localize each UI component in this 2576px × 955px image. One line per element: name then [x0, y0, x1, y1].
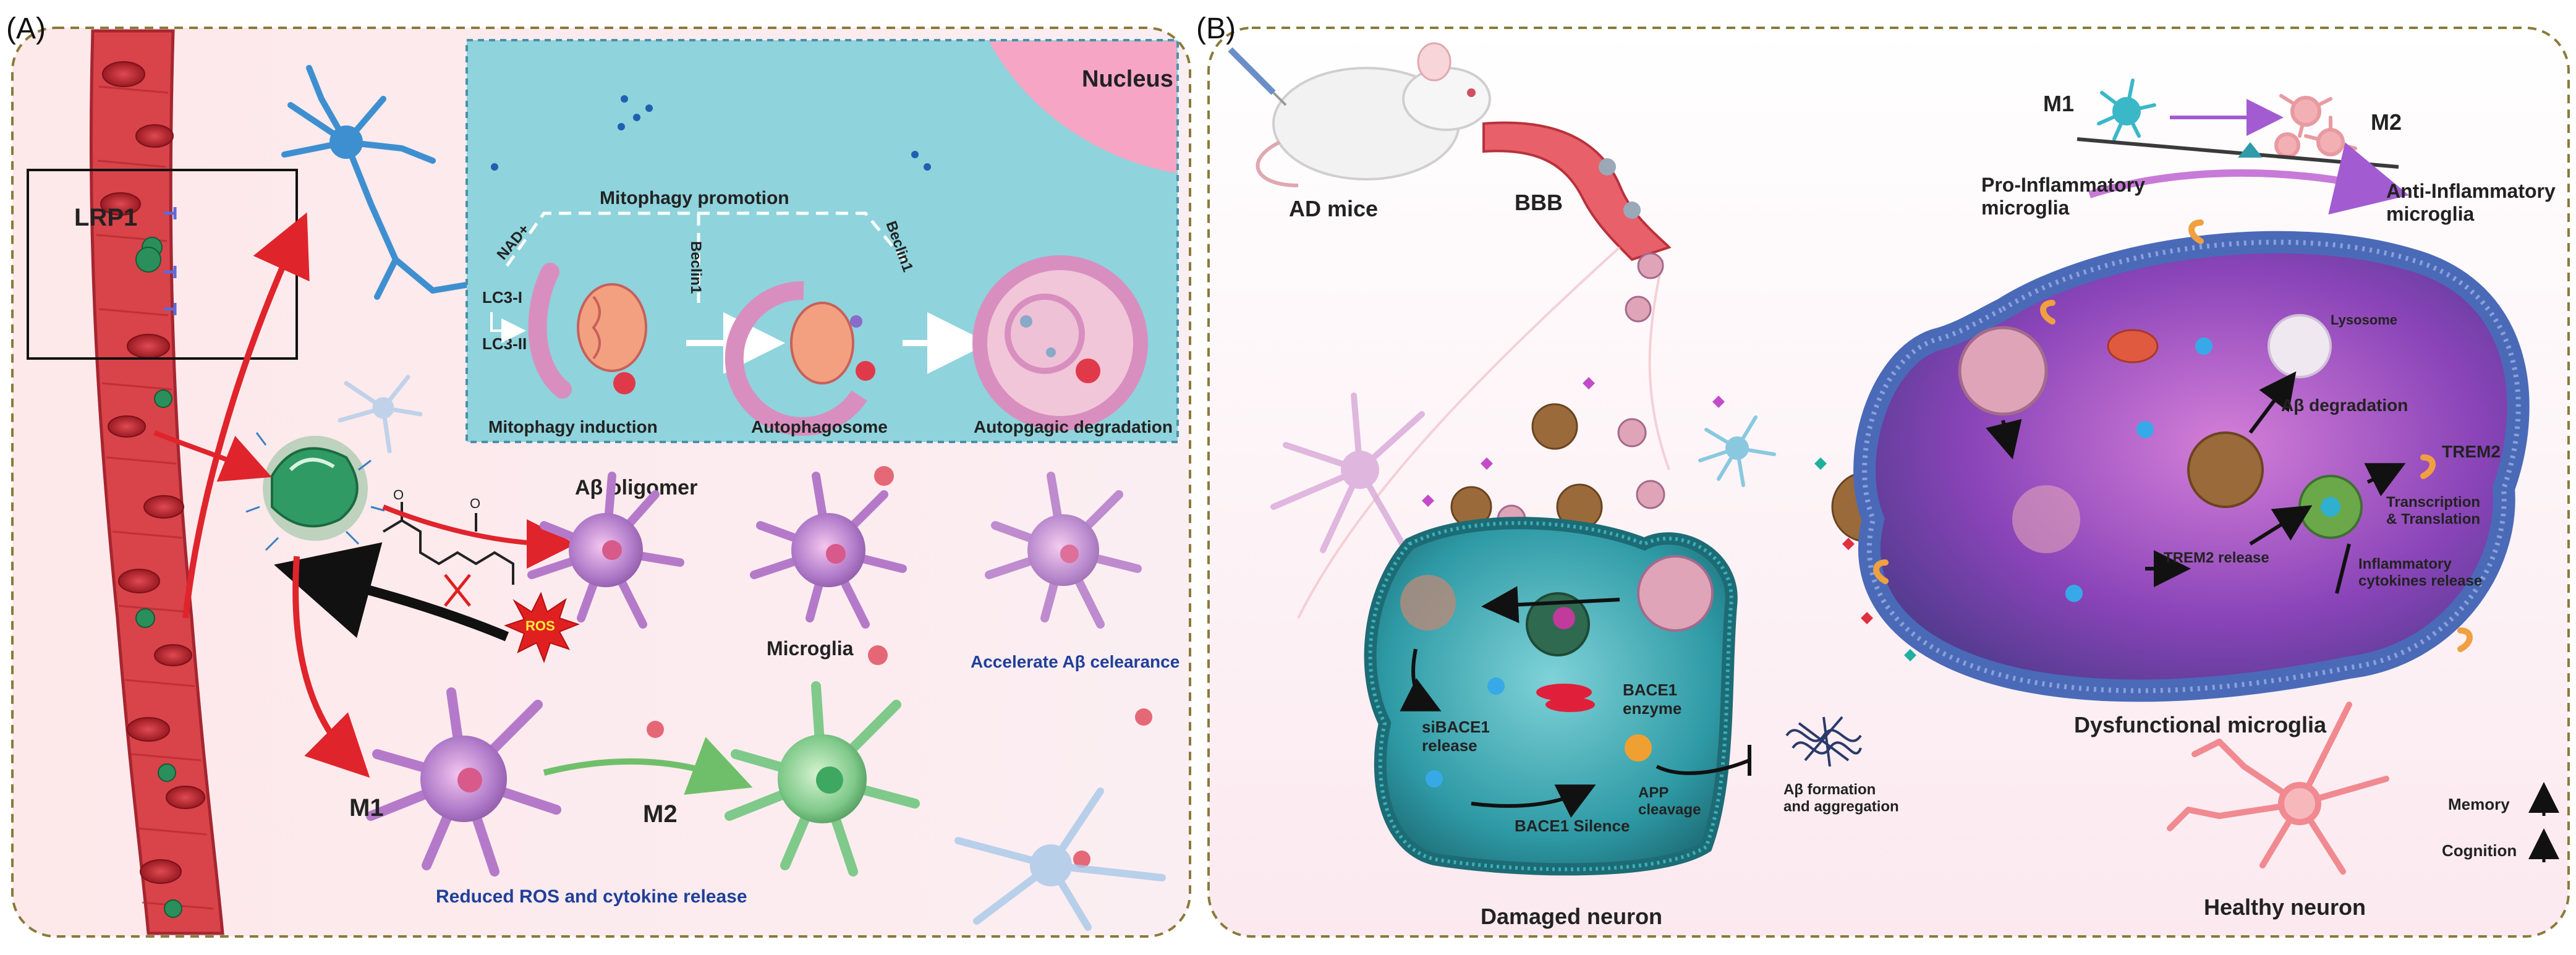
- lc3-ii-label: LC3-II: [482, 334, 527, 353]
- nucleus-shape: [989, 41, 1176, 173]
- neuron-faint-icon: [338, 375, 423, 454]
- ros-marker-icon-2: [2065, 337, 2213, 602]
- lrp1-label: LRP1: [74, 204, 137, 231]
- inhibit-arrow: [1656, 758, 1751, 775]
- microglia-label: Microglia: [767, 637, 854, 660]
- m2-label: M2: [643, 800, 678, 828]
- m1-microglia-icon-b: [2097, 79, 2156, 141]
- blood-vessel: [89, 29, 224, 935]
- mouse-icon: [1228, 42, 1491, 187]
- neuron-blue-icon: [281, 65, 473, 300]
- trem2-receptor-icon: [1873, 219, 2473, 652]
- beclin-label-a: Beclin1: [687, 241, 704, 294]
- lrp1-receptor-icon: [164, 207, 177, 315]
- arrow-silence: [1471, 784, 1596, 818]
- lc3-i-label: LC3-I: [482, 288, 522, 307]
- arrow-trem2: [2364, 463, 2406, 496]
- abeta-degradation-label: Aβ degradation: [2281, 396, 2408, 415]
- m1-label-b: M1: [2043, 91, 2074, 116]
- ad-mice-label: AD mice: [1289, 196, 1378, 221]
- abeta-fiber-icon: [1785, 716, 1862, 767]
- panel-b: (B) AD mice BBB: [1196, 12, 2570, 938]
- arrow-degradation: [2248, 371, 2297, 434]
- healthy-neuron-icon: [2167, 702, 2389, 875]
- arrow-entry: [1986, 418, 2022, 460]
- bbb-label: BBB: [1515, 190, 1563, 215]
- memory-label: Memory: [2448, 795, 2510, 813]
- m1-microglia-icon: [366, 687, 561, 876]
- inhibit-inflammatory: [2335, 543, 2351, 594]
- ros-return-arrow: [274, 542, 509, 642]
- accelerate-label: Accelerate Aβ celearance: [971, 652, 1180, 671]
- mitophagy-promotion-label: Mitophagy promotion: [600, 188, 789, 208]
- damaged-neuron-cell: [1364, 517, 1738, 876]
- transcription-label: Transcription& Translation: [2386, 494, 2480, 528]
- m1-label: M1: [349, 794, 384, 821]
- mitophagy-induction-icon: [528, 263, 647, 399]
- bace1-silence-label: BACE1 Silence: [1515, 817, 1630, 835]
- trem2-label: TREM2: [2442, 442, 2501, 461]
- microglia-cell-2: [750, 472, 907, 629]
- arrow-to-cluster: [153, 430, 272, 482]
- arrow-to-microglia: [382, 504, 576, 569]
- autophagosome-icon: [725, 281, 875, 436]
- ros-burst-icon: ROS: [504, 592, 580, 663]
- pro-to-anti-arrow: [2088, 142, 2409, 215]
- microglia-cell-1: [527, 472, 684, 629]
- abeta-oligomer-label: Aβ oligomer: [575, 476, 697, 499]
- arrow-to-m1: [292, 556, 370, 778]
- stage-autophagosome-label: Autophagosome: [751, 417, 888, 436]
- trem2-release-label: TREM2 release: [2164, 550, 2269, 566]
- abeta-oligomer-icon: [647, 466, 1152, 868]
- free-ions-icon: [491, 95, 931, 171]
- reduced-label: Reduced ROS and cytokine release: [436, 886, 747, 907]
- mitophagy-inset: Nucleus Mitophagy promotion NAD+ Beclin1…: [465, 39, 1179, 443]
- arrow-to-neuron: [182, 212, 310, 619]
- nanoparticle-cluster-icon: [245, 432, 385, 551]
- damaged-neuron-label: Damaged neuron: [1481, 904, 1662, 929]
- m2-label-b: M2: [2371, 109, 2402, 135]
- balance-fulcrum: [2238, 142, 2263, 158]
- molecule-structure: O O: [382, 487, 514, 607]
- lysosome-label: Lysosome: [2331, 312, 2397, 328]
- cognition-label: Cognition: [2442, 841, 2517, 860]
- autophagic-degradation-icon: [972, 255, 1148, 431]
- dysfunctional-microglia-cell: [1853, 231, 2530, 702]
- stage-induction-label: Mitophagy induction: [488, 417, 658, 436]
- ros-label: ROS: [525, 618, 555, 634]
- panel-a: (A): [6, 12, 1191, 938]
- bbb-vessel-icon: [1482, 121, 1672, 261]
- panel-b-tag: (B): [1196, 12, 1236, 45]
- svg-text:O: O: [470, 496, 480, 511]
- neuron-pink-icon: [1270, 393, 1425, 559]
- stage-degradation-label: Autopgagic degradation: [974, 417, 1173, 436]
- ros-marker-icon: [1426, 677, 1505, 787]
- arrow-transcription: [2249, 505, 2313, 546]
- panel-a-tag: (A): [6, 12, 46, 45]
- m1-to-m2-arrow: [543, 737, 753, 795]
- svg-text:O: O: [393, 487, 404, 503]
- neuron-faint-icon-2: [954, 787, 1166, 931]
- healthy-neuron-label: Healthy neuron: [2204, 894, 2366, 920]
- microglia-small-icon: [1698, 415, 1776, 487]
- nucleus-label: Nucleus: [1082, 66, 1173, 92]
- arrow-release: [1481, 586, 1620, 624]
- arrow-sibace1: [1400, 648, 1442, 711]
- microglia-cell-3: [985, 472, 1142, 629]
- dysfunctional-label: Dysfunctional microglia: [2074, 712, 2327, 737]
- nanoparticle-icon: [135, 247, 161, 273]
- m2-microglia-icon: [725, 681, 920, 876]
